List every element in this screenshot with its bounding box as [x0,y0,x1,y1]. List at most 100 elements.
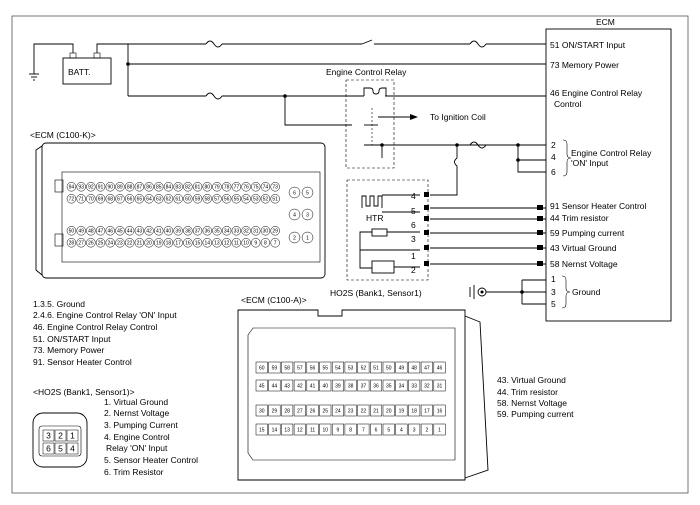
pin-cell [212,194,222,204]
pin-number: 6 [375,427,378,433]
ecm-terminal-label: 44 Trim resistor [550,213,609,223]
connector-pin: 54 [331,361,344,374]
pin-number: 35 [386,383,392,389]
connector-pin: 81 [192,182,203,192]
pin-cell [395,404,408,417]
connector-pin: 18 [408,404,421,417]
connector-pin: 45 [255,379,268,392]
pin-number: 86 [146,185,152,191]
pin-cell [66,429,79,442]
pin-number: 18 [411,408,417,414]
connector-pin: 55 [319,361,332,374]
pin-number: 21 [137,241,143,247]
pin-cell [268,404,281,417]
sensor-pin-number: 4 [411,191,416,201]
pin-number: 33 [234,229,240,235]
connector-pin: 30 [255,404,268,417]
pin-cell [293,379,306,392]
pin-cell [183,226,193,236]
pin-number: 27 [297,408,303,414]
connector-pin: 56 [221,194,232,204]
connector-pin: 44 [268,379,281,392]
pin-cell [268,423,281,436]
pin-number: 6 [293,190,296,196]
connector-pin: 27 [76,238,86,248]
connector-pin: 82 [183,182,193,192]
relay-on-brace [562,139,572,177]
pin-number: 61 [175,197,181,203]
pin-number: 6 [46,443,51,453]
pin-number: 17 [424,408,430,414]
pin-cell [124,182,135,192]
pin-number: 50 [69,229,75,235]
connector-pin: 85 [154,182,164,192]
legend-line: 51. ON/START Input [33,334,111,344]
ecm-terminal-label: 51 ON/START Input [550,40,626,50]
connector-pin: 77 [231,182,242,192]
pin-number: 46 [437,365,443,371]
pin-number: 43 [137,229,143,235]
pin-cell [221,182,232,192]
connector-pin: 36 [370,379,383,392]
fuse-icon [205,40,223,48]
connector-pin: 15 [192,238,203,248]
pin-number: 79 [214,185,220,191]
pin-cell [255,361,268,374]
ecm-terminal-label: 91 Sensor Heater Control [550,201,647,211]
pin-number: 25 [98,241,104,247]
connector-pin: 41 [154,226,164,236]
pin-cell [319,361,332,374]
pin-number: 29 [272,408,278,414]
c100k-latch [35,145,43,276]
pin-number: 9 [337,427,340,433]
pin-cell [124,238,135,248]
connector-pin: 83 [173,182,183,192]
pin-number: 42 [146,229,152,235]
pin-cell [192,238,203,248]
pin-cell [202,194,212,204]
pin-cell [192,226,203,236]
connector-pin: 38 [183,226,193,236]
pin-cell [301,186,314,199]
pin-cell [95,182,106,192]
pin-cell [357,423,370,436]
pin-number: 13 [284,427,290,433]
connector-pin: 8 [344,423,357,436]
connector-pin: 80 [202,182,212,192]
connector-pin: 25 [319,404,332,417]
ecm-terminal-label: 46 Engine Control Relay [550,88,643,98]
pin-number: 38 [185,229,191,235]
pin-number: 80 [204,185,210,191]
pin-number: 75 [253,185,259,191]
pin-cell [54,442,67,455]
pin-number: 16 [185,241,191,247]
connector-pin: 57 [212,194,222,204]
pin-cell [115,238,125,248]
pin-number: 74 [263,185,269,191]
pin-cell [124,194,135,204]
pin-cell [54,429,67,442]
pin-cell [154,194,164,204]
pin-number: 51 [373,365,379,371]
ecm-terminal-label: Control [554,99,582,109]
c100k-title: <ECM (C100-K)> [30,130,96,140]
battery-label: BATT. [68,67,91,77]
pin-cell [241,194,251,204]
pin-cell [306,379,319,392]
pin-cell [144,194,154,204]
pin-number: 9 [254,241,257,247]
pin-number: 45 [259,383,265,389]
pin-cell [260,194,271,204]
connector-pin: 90 [105,182,115,192]
pin-number: 5 [306,190,309,196]
connector-pin: 50 [382,361,395,374]
pin-cell [270,226,280,236]
connector-pin: 46 [433,361,446,374]
pin-cell [260,226,271,236]
legend-line: 5. Sensor Heater Control [104,455,198,465]
connector-pin: 23 [344,404,357,417]
connector-pin: 92 [86,182,96,192]
pin-cell [221,226,232,236]
ho2s-title: <HO2S (Bank1, Sensor1)> [33,387,135,397]
